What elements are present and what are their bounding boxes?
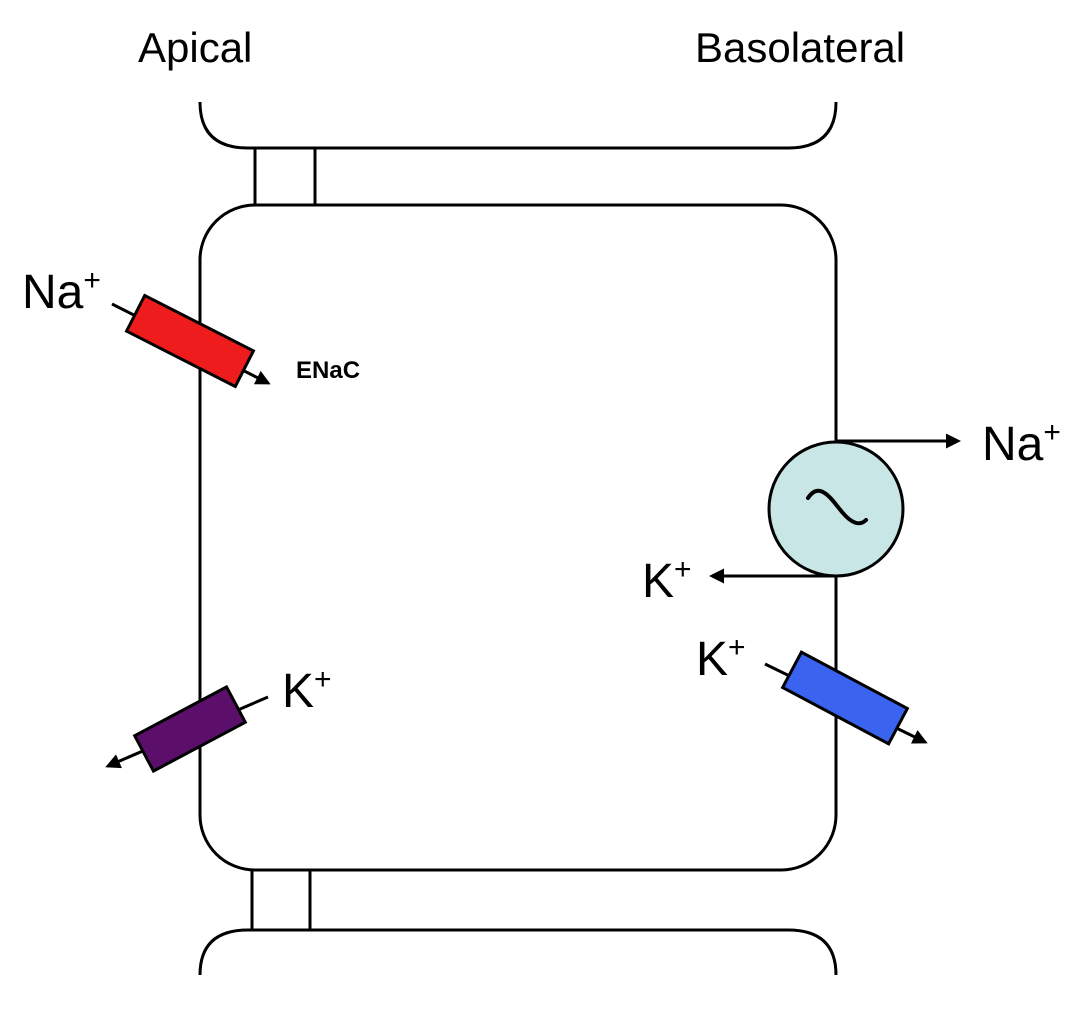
na-k-atpase-pump [767, 440, 905, 578]
k-ion-apical-label: K+ [282, 663, 332, 718]
lower-neighbor-cell [198, 928, 838, 976]
pump-wave-icon [806, 488, 868, 526]
k-ion-apical-symbol: K [282, 665, 314, 718]
basolateral-k-channel [780, 650, 910, 746]
enac-label: ENaC [296, 357, 360, 384]
enac-channel [124, 293, 256, 389]
na-ion-apical-symbol: Na [22, 266, 84, 319]
apical-k-channel [132, 684, 248, 774]
na-ion-basolateral-symbol: Na [982, 418, 1044, 471]
tight-junction-top [253, 146, 317, 207]
na-ion-basolateral-charge: + [1043, 416, 1061, 449]
k-ion-basolateral-label: K+ [696, 631, 746, 686]
basolateral-label: Basolateral [695, 24, 905, 71]
apical-label: Apical [138, 24, 252, 71]
main-cell [198, 203, 838, 872]
na-ion-apical-label: Na+ [22, 264, 101, 319]
tight-junction-bottom [250, 868, 312, 932]
na-ion-basolateral-label: Na+ [982, 416, 1061, 471]
k-ion-basolateral-symbol: K [696, 633, 728, 686]
na-ion-apical-charge: + [83, 264, 101, 297]
k-ion-pump-symbol: K [642, 555, 674, 608]
k-ion-pump-charge: + [674, 553, 692, 586]
upper-neighbor-cell [198, 101, 838, 150]
k-ion-pump-label: K+ [642, 553, 692, 608]
k-ion-basolateral-charge: + [728, 631, 746, 664]
k-ion-apical-charge: + [314, 663, 332, 696]
